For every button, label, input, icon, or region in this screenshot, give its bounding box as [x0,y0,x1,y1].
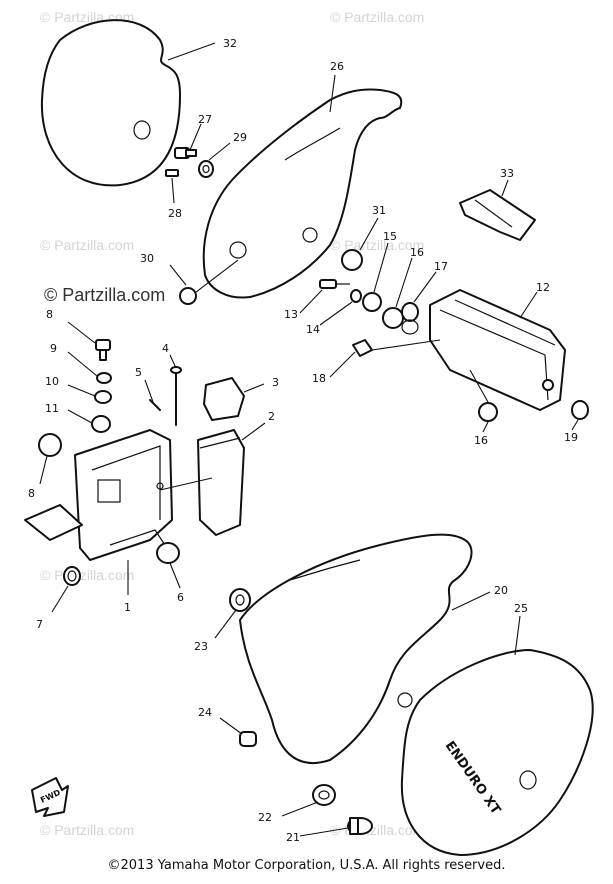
part-28-clip [165,169,179,177]
part-25-emblem: ENDURO XT [400,649,594,856]
part-4-rod [170,366,182,426]
callout-22: 22 [258,811,272,824]
callout-3: 3 [272,376,279,389]
callout-18: 18 [312,372,326,385]
callout-25: 25 [514,602,528,615]
watermark: © Partzilla.com [40,822,134,838]
part-2-battery-box [197,429,245,536]
callout-16: 16 [410,246,424,259]
watermark-bold: © Partzilla.com [44,285,166,305]
part-17-grommet [401,302,419,335]
part-30-grommet [179,287,197,305]
callout-8: 8 [28,487,35,500]
part-24-damper [239,731,257,747]
callout-26: 26 [330,60,344,73]
callout-24: 24 [198,706,212,719]
callout-27: 27 [198,113,212,126]
callout-4: 4 [162,342,169,355]
watermark: © Partzilla.com [40,237,134,253]
part-27-bolt [174,147,197,159]
part-9-washer [96,372,112,384]
callout-32: 32 [223,37,237,50]
callout-13: 13 [284,308,298,321]
part-26-side-cover [202,88,403,299]
part-32-emblem [40,19,181,187]
part-5-screw [149,399,161,411]
callout-31: 31 [372,204,386,217]
callout-9: 9 [50,342,57,355]
fwd-arrow-icon: FWD [31,777,69,817]
callout-5: 5 [135,366,142,379]
callout-14: 14 [306,323,320,336]
part-8-grommet [38,433,62,457]
watermark: © Partzilla.com [40,567,134,583]
callout-7: 7 [36,618,43,631]
callout-23: 23 [194,640,208,653]
part-11-damper [91,415,111,433]
part-15-collar [362,292,382,312]
part-12-filter-case [429,289,566,411]
callout-15: 15 [383,230,397,243]
callout-30: 30 [140,252,154,265]
part-29-washer [198,160,214,178]
part-31-damper [341,249,363,271]
watermark: © Partzilla.com [330,237,424,253]
callouts: 32 26 27 29 28 33 31 15 16 17 30 12 13 1… [28,37,578,844]
callout-17: 17 [434,260,448,273]
callout-2: 2 [268,410,275,423]
callout-21: 21 [286,831,300,844]
callout-11: 11 [45,402,59,415]
part-7-ring [63,566,81,586]
part-6-cap [156,542,180,564]
callout-8: 8 [46,308,53,321]
watermark: © Partzilla.com [330,9,424,25]
part-33-filter-sponge [459,189,536,241]
copyright-footer: ©2013 Yamaha Motor Corporation, U.S.A. A… [107,858,506,873]
part-1-battery-bracket [24,429,173,561]
callout-33: 33 [500,167,514,180]
callout-12: 12 [536,281,550,294]
callout-10: 10 [45,375,59,388]
part-21-screw [347,817,373,835]
callout-6: 6 [177,591,184,604]
part-19-grommet [571,400,589,420]
callout-19: 19 [564,431,578,444]
part-18-fitting [352,339,373,357]
callout-20: 20 [494,584,508,597]
callout-28: 28 [168,207,182,220]
part-13-bolt [319,279,350,289]
part-8-bolt [95,339,111,361]
part-22-grommet [312,784,336,806]
callout-29: 29 [233,131,247,144]
part-14-washer [350,289,362,303]
part-16-damper [478,402,498,422]
part-3-cap [203,377,245,421]
part-10-collar [94,390,112,404]
callout-1: 1 [124,601,131,614]
callout-16: 16 [474,434,488,447]
part-16-damper [382,307,404,329]
part-20-side-cover [239,533,473,765]
part-23-grommet [229,588,251,612]
